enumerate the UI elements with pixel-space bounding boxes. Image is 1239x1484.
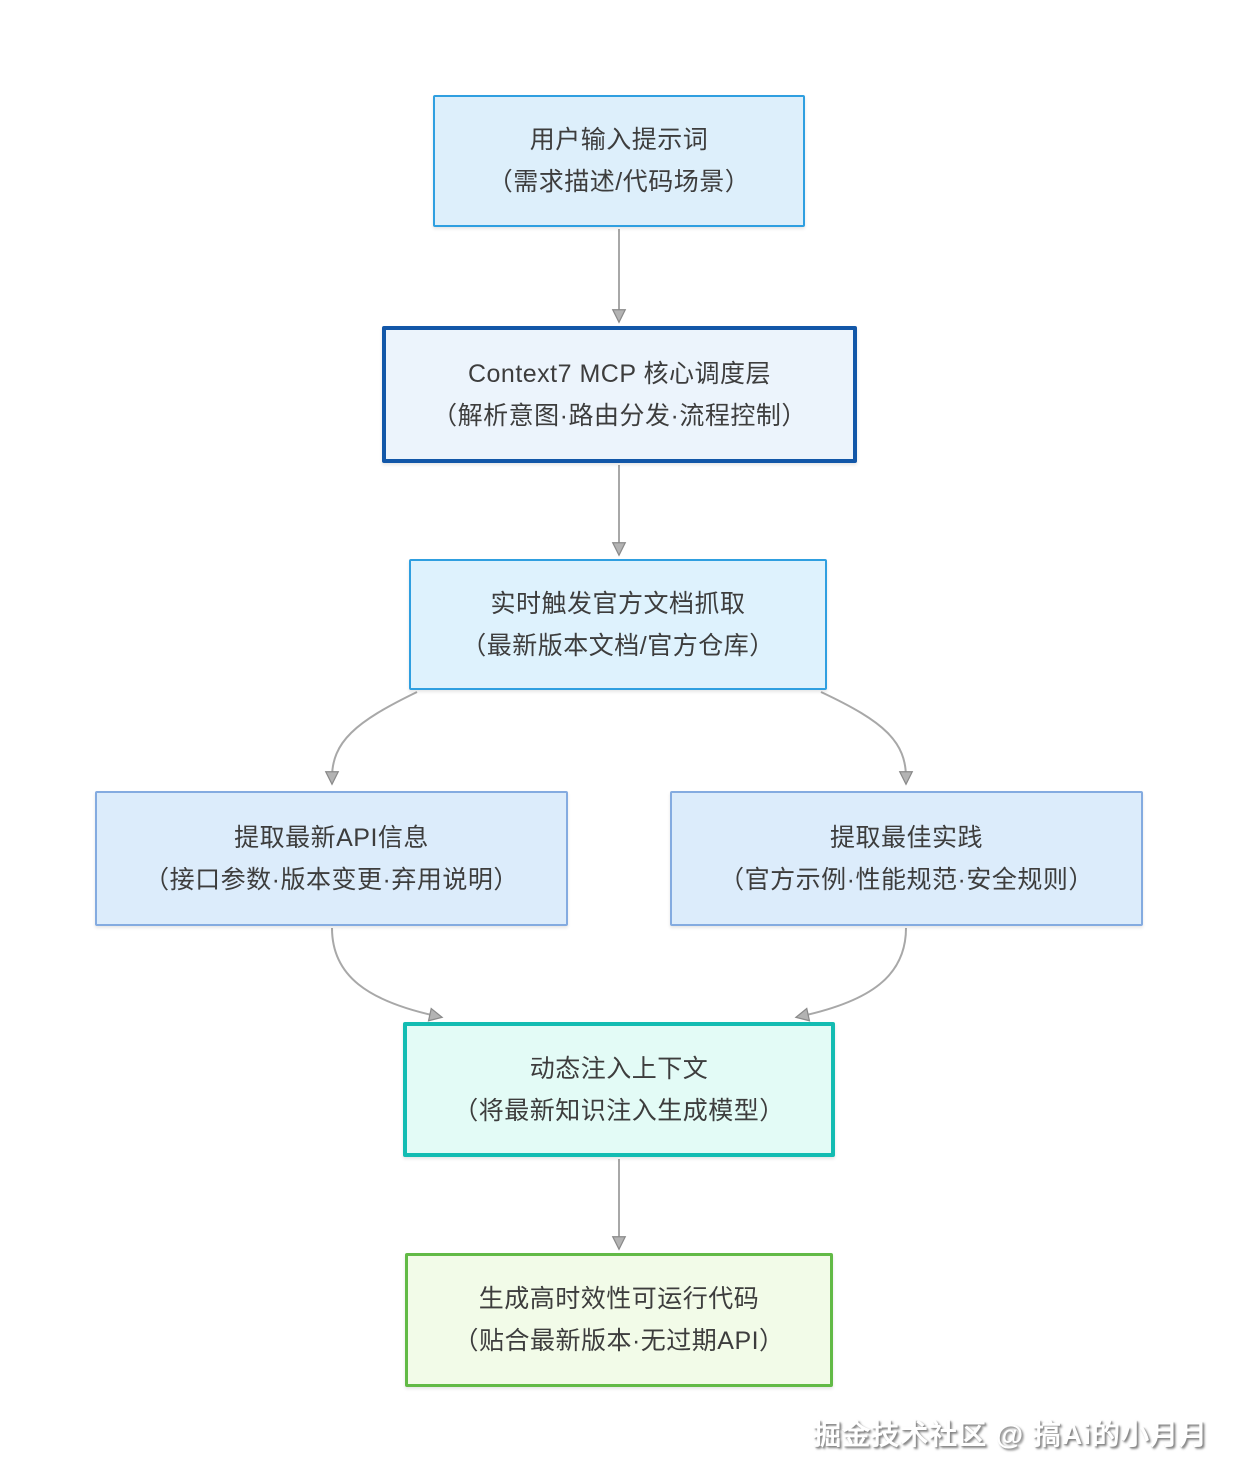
node-user-input-title: 用户输入提示词 (529, 126, 709, 154)
node-core-dispatcher: Context7 MCP 核心调度层 （解析意图·路由分发·流程控制） (382, 326, 857, 463)
node-best-practice-title: 提取最佳实践 (829, 823, 983, 852)
node-code-generation-title: 生成高时效性可运行代码 (478, 1285, 760, 1313)
edge-practice-to-inject (802, 927, 907, 1016)
node-best-practice-extract: 提取最佳实践 （官方示例·性能规范·安全规则） (670, 791, 1143, 926)
edge-api-to-inject (331, 927, 436, 1016)
node-best-practice-subtitle: （官方示例·性能规范·安全规则） (719, 865, 1094, 894)
node-api-info-title: 提取最新API信息 (234, 823, 429, 852)
node-doc-fetch-subtitle: （最新版本文档/官方仓库） (461, 631, 775, 660)
node-core-dispatcher-subtitle: （解析意图·路由分发·流程控制） (432, 401, 807, 430)
node-doc-fetch: 实时触发官方文档抓取 （最新版本文档/官方仓库） (409, 559, 827, 690)
node-api-info-extract: 提取最新API信息 （接口参数·版本变更·弃用说明） (95, 791, 568, 926)
node-core-dispatcher-title: Context7 MCP 核心调度层 (467, 359, 772, 388)
node-doc-fetch-title: 实时触发官方文档抓取 (490, 589, 746, 618)
node-code-generation-subtitle: （贴合最新版本·无过期API） (453, 1327, 785, 1355)
node-user-input-subtitle: （需求描述/代码场景） (487, 168, 751, 196)
node-code-generation: 生成高时效性可运行代码 （贴合最新版本·无过期API） (405, 1253, 833, 1387)
node-context-injection-title: 动态注入上下文 (529, 1054, 709, 1083)
edge-fetch-to-api (332, 691, 418, 778)
watermark-text: 掘金技术社区 @ 搞Ai的小月月 (813, 1419, 1208, 1450)
node-context-injection-subtitle: （将最新知识注入生成模型） (453, 1096, 785, 1125)
node-api-info-subtitle: （接口参数·版本变更·弃用说明） (144, 865, 519, 894)
node-context-injection: 动态注入上下文 （将最新知识注入生成模型） (403, 1022, 835, 1157)
edge-fetch-to-practice (820, 691, 906, 778)
node-user-input: 用户输入提示词 （需求描述/代码场景） (433, 95, 805, 227)
